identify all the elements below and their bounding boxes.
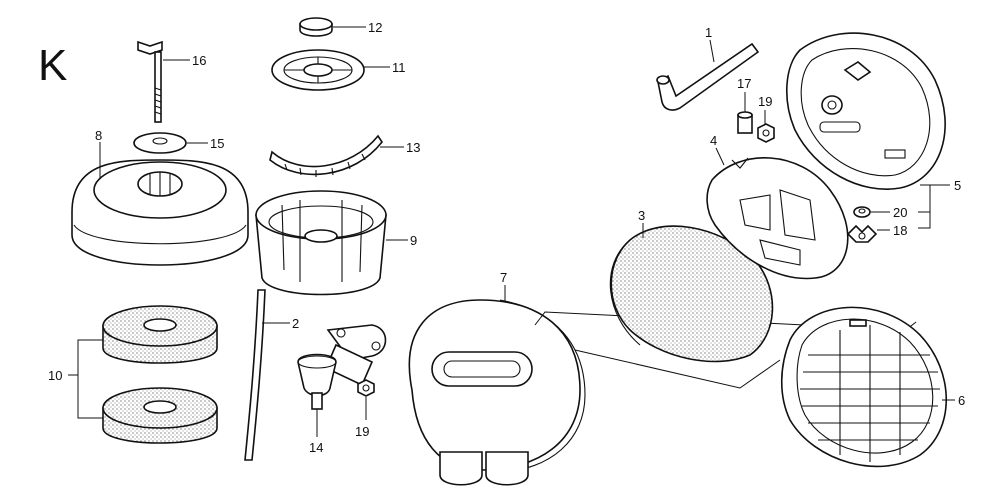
part-5-back-plate	[786, 32, 946, 190]
callout-6: 6	[958, 393, 965, 408]
part-15-washer	[133, 132, 187, 154]
callout-7: 7	[500, 270, 507, 285]
callout-19-lower: 19	[355, 424, 369, 439]
callout-11: 11	[392, 60, 406, 75]
part-20-washer	[853, 206, 871, 218]
part-14-elbow	[297, 324, 387, 410]
callout-18: 18	[893, 223, 907, 238]
callout-3: 3	[638, 208, 645, 223]
part-19-nut-upper	[757, 123, 775, 143]
callout-8: 8	[95, 128, 102, 143]
part-6-grille-cover	[780, 306, 947, 468]
part-10-foam-lower	[102, 387, 218, 444]
callout-17: 17	[737, 76, 751, 91]
callout-15: 15	[210, 136, 224, 151]
part-1-l-tube	[656, 42, 760, 111]
part-18-wing-nut	[846, 224, 878, 243]
callout-13: 13	[406, 140, 420, 155]
callout-5: 5	[954, 178, 961, 193]
part-11-plate	[271, 49, 365, 91]
part-17-collar	[737, 111, 753, 134]
callout-14: 14	[309, 440, 323, 455]
part-8-cleaner-cover	[71, 159, 249, 266]
part-13-seal-strip	[269, 134, 383, 177]
callout-4: 4	[710, 133, 717, 148]
callout-2: 2	[292, 316, 299, 331]
section-label: K	[38, 41, 67, 90]
part-9-cleaner-case	[255, 190, 387, 296]
callout-19-upper: 19	[758, 94, 772, 109]
part-19-nut-lower	[357, 379, 375, 397]
callout-16: 16	[192, 53, 206, 68]
callout-9: 9	[410, 233, 417, 248]
part-3-filter-element	[609, 225, 774, 363]
part-12-grommet	[299, 17, 333, 37]
part-16-wing-bolt	[137, 40, 163, 123]
part-10-foam-upper	[102, 305, 218, 364]
callout-20: 20	[893, 205, 907, 220]
callout-12: 12	[368, 20, 382, 35]
part-2-tube	[244, 289, 266, 461]
callout-1: 1	[705, 25, 712, 40]
callout-10: 10	[48, 368, 62, 383]
part-4-support	[706, 157, 849, 280]
part-7-housing	[408, 299, 586, 486]
